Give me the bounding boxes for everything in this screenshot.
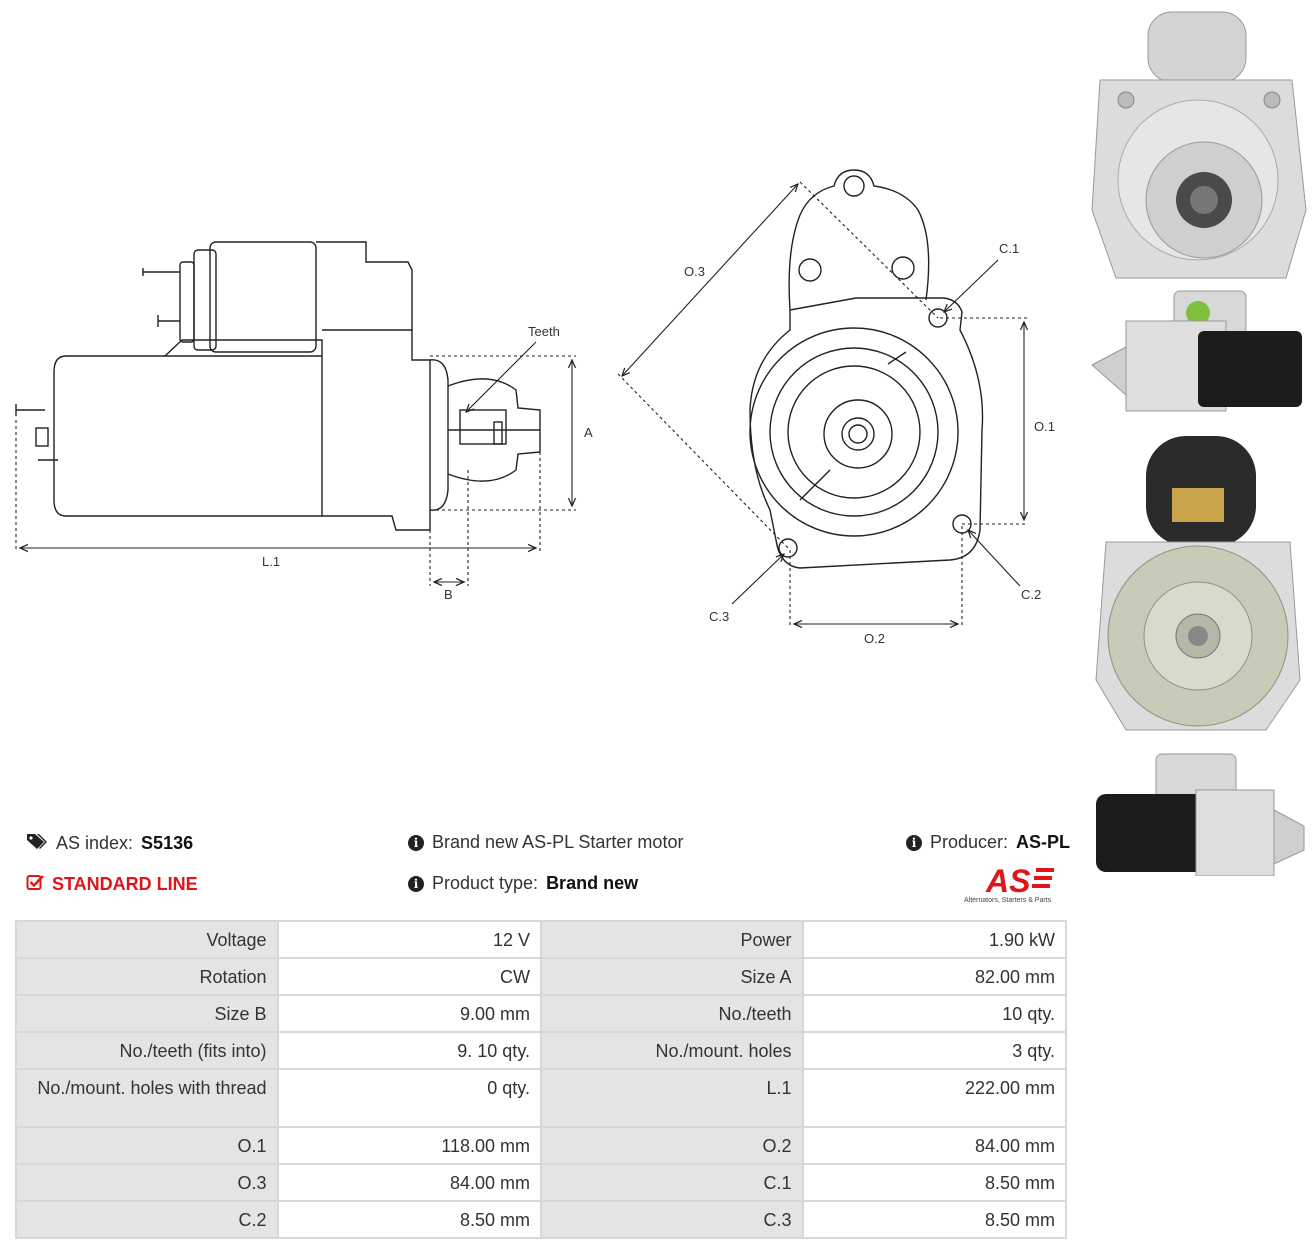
spec-value-cell: 222.00 mm [801,1068,1068,1128]
spec-value-cell: 82.00 mm [801,957,1068,996]
spec-value-cell: 10 qty. [801,994,1068,1033]
spec-name-cell: C.2 [15,1200,279,1239]
photo-rear-view[interactable] [1086,430,1310,740]
spec-value-cell: 118.00 mm [276,1126,542,1165]
product-line-label: STANDARD LINE [52,874,198,894]
info-icon: i [906,834,922,851]
spec-name-cell: Voltage [15,920,279,959]
logo-caption: Alternators, Starters & Parts [964,897,1052,904]
info-icon: i [408,875,424,892]
producer: i Producer: AS-PL [906,832,1070,853]
as-index: AS index: S5136 [26,832,193,855]
logo-text: AS [985,864,1031,898]
label-o1: O.1 [1034,419,1055,434]
spec-value-cell: 3 qty. [801,1031,1068,1070]
spec-name-cell: O.3 [15,1163,279,1202]
photo-front-view[interactable] [1086,10,1310,285]
spec-value-cell: CW [276,957,542,996]
label-teeth: Teeth [528,324,560,339]
spec-name-cell: No./teeth (fits into) [15,1031,279,1070]
producer-label: Producer: [930,832,1009,852]
spec-value-cell: 0 qty. [276,1068,542,1128]
product-line: STANDARD LINE [26,873,198,896]
check-square-icon [26,873,44,896]
spec-name-cell: L.1 [539,1068,804,1128]
product-type-value: Brand new [546,873,639,893]
table-row: No./teeth (fits into)9. 10 qty.No./mount… [15,1031,1068,1070]
info-icon: i [408,834,424,851]
label-l1: L.1 [262,554,280,569]
spec-value-cell: 84.00 mm [801,1126,1068,1165]
spec-value-cell: 8.50 mm [801,1163,1068,1202]
label-o2: O.2 [864,631,885,646]
label-c3: C.3 [709,609,729,624]
technical-drawing: Teeth A L.1 B [15,169,1055,646]
spec-value-cell: 12 V [276,920,542,959]
description-text: Brand new AS-PL Starter motor [432,832,684,852]
spec-value-cell: 8.50 mm [276,1200,542,1239]
spec-name-cell: No./mount. holes with thread [15,1068,279,1128]
starter-motor-drawing: Teeth A L.1 B [15,169,1055,646]
spec-value-cell: 8.50 mm [801,1200,1068,1239]
product-type: i Product type: Brand new [408,873,638,894]
label-o3: O.3 [684,264,705,279]
as-index-label: AS index: [56,833,134,853]
spec-name-cell: Power [539,920,804,959]
spec-value-cell: 1.90 kW [801,920,1068,959]
product-description: i Brand new AS-PL Starter motor [408,832,683,853]
spec-name-cell: C.1 [539,1163,804,1202]
spec-name-cell: O.1 [15,1126,279,1165]
product-type-label: Product type: [432,873,539,893]
tags-icon [26,832,48,855]
spec-value-cell: 9.00 mm [276,994,542,1033]
spec-value-cell: 9. 10 qty. [276,1031,542,1070]
spec-name-cell: No./teeth [539,994,804,1033]
label-a: A [584,425,593,440]
spec-name-cell: Size B [15,994,279,1033]
label-c1: C.1 [999,241,1019,256]
spec-name-cell: Rotation [15,957,279,996]
label-c2: C.2 [1021,587,1041,602]
producer-value: AS-PL [1016,832,1071,852]
photo-top-view[interactable] [1086,746,1310,876]
spec-name-cell: No./mount. holes [539,1031,804,1070]
photo-side-view[interactable] [1086,285,1310,420]
as-index-value: S5136 [141,833,194,853]
as-pl-logo: AS [964,863,1074,908]
spec-name-cell: C.3 [539,1200,804,1239]
spec-value-cell: 84.00 mm [276,1163,542,1202]
spec-name-cell: O.2 [539,1126,804,1165]
spec-name-cell: Size A [539,957,804,996]
label-b: B [444,587,453,602]
